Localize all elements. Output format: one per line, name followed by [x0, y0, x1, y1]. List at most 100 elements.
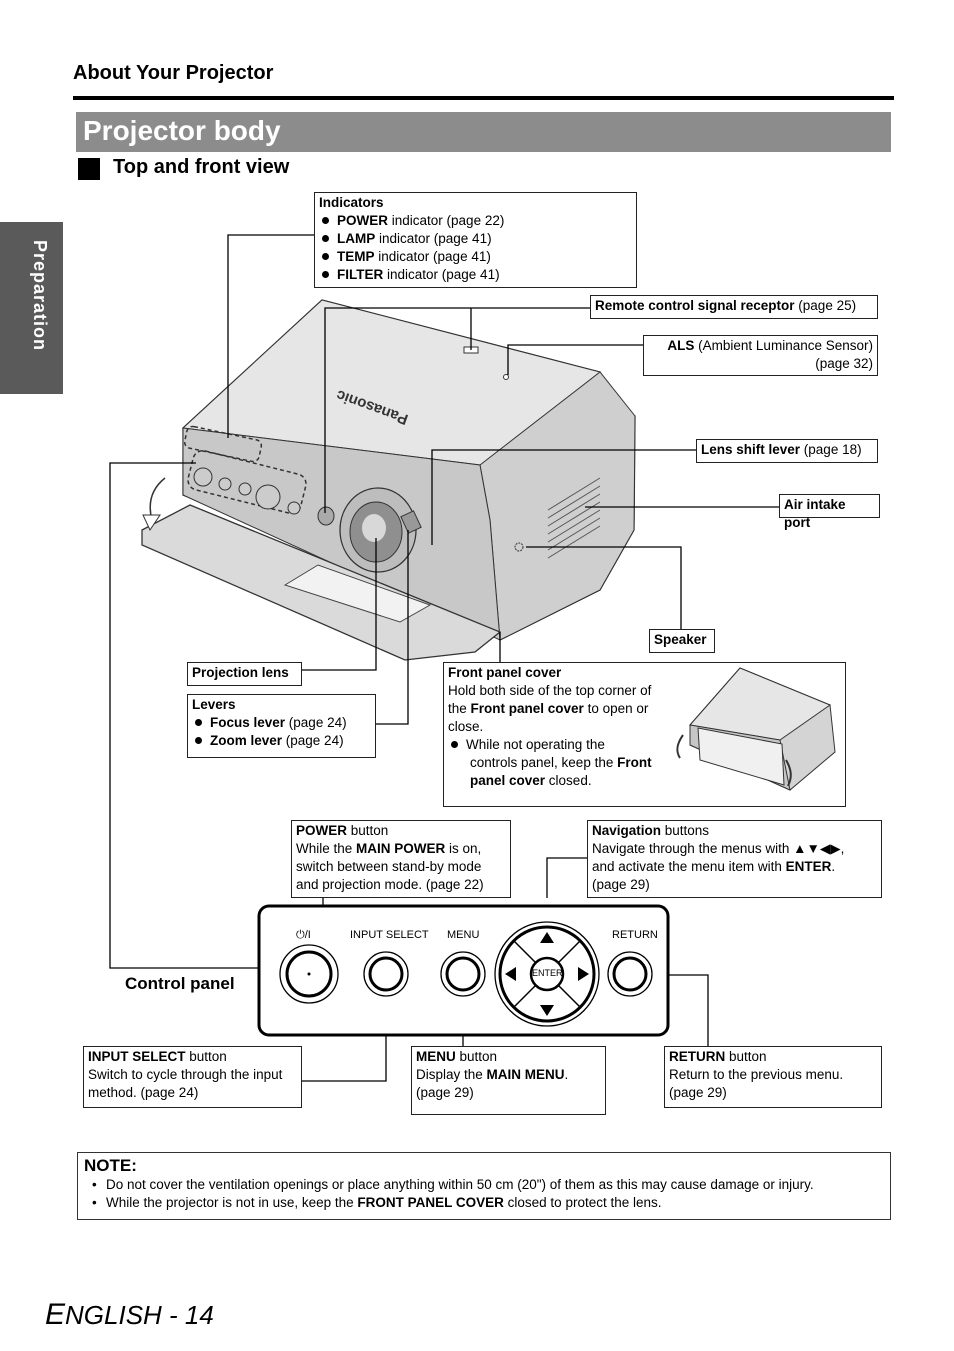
lever-item-rest: (page 24)	[285, 715, 347, 730]
projector-illustration: Panasonic	[141, 299, 636, 661]
footer-initial: E	[45, 1298, 66, 1331]
air-intake-callout: Air intake port	[779, 494, 880, 530]
front-panel-bullet: controls panel, keep the	[470, 755, 618, 770]
nav-line: and activate the menu item with	[592, 859, 786, 874]
return-callout: RETURN button Return to the previous men…	[664, 1046, 882, 1108]
menu-heading-rest: button	[455, 1049, 498, 1064]
front-panel-bullet: closed.	[545, 773, 592, 788]
indicator-item-bold: TEMP	[337, 249, 375, 264]
air-intake-label: Air intake port	[784, 497, 846, 530]
menu-heading: MENU	[416, 1049, 456, 1064]
sub-title: Top and front view	[113, 156, 290, 178]
front-panel-line: close.	[448, 719, 484, 734]
power-line: and projection mode. (page 22)	[296, 877, 484, 892]
power-bold: MAIN POWER	[356, 841, 446, 856]
note-text: While the projector is not in use, keep …	[106, 1195, 358, 1210]
menu-label: MENU	[447, 929, 480, 941]
note-box: NOTE: Do not cover the ventilation openi…	[77, 1152, 891, 1220]
title-bar	[76, 112, 891, 152]
input-select-label: INPUT SELECT	[350, 929, 429, 941]
indicator-item-rest: indicator (page 41)	[383, 267, 500, 282]
front-panel-bullet: While not operating the	[466, 737, 605, 752]
front-panel-line: to open or	[583, 701, 649, 716]
speaker-label: Speaker	[654, 632, 707, 647]
speaker-callout: Speaker	[649, 629, 715, 653]
projection-lens-callout: Projection lens	[187, 662, 302, 686]
remote-receptor-callout: Remote control signal receptor (page 25)	[590, 295, 878, 319]
front-panel-bold: panel cover	[470, 773, 546, 788]
lever-item-rest: (page 24)	[282, 733, 344, 748]
projection-lens-label: Projection lens	[192, 665, 289, 680]
lever-item-bold: Zoom lever	[210, 733, 283, 748]
front-panel-heading: Front panel cover	[448, 665, 562, 680]
power-line: switch between stand-by mode	[296, 859, 482, 874]
power-line: is on,	[445, 841, 482, 856]
return-line: (page 29)	[669, 1085, 727, 1100]
power-heading-rest: button	[347, 823, 389, 838]
front-panel-bold: Front	[617, 755, 652, 770]
indicator-item-rest: indicator (page 41)	[374, 249, 491, 264]
menu-bold: MAIN MENU	[486, 1067, 565, 1082]
power-line: While the	[296, 841, 357, 856]
remote-bold: Remote control signal receptor	[595, 298, 795, 313]
return-line: Return to the previous menu.	[669, 1067, 844, 1082]
nav-line: (page 29)	[592, 877, 650, 892]
levers-callout: Levers Focus lever (page 24) Zoom lever …	[187, 694, 376, 758]
indicator-item-bold: FILTER	[337, 267, 384, 282]
menu-line: Display the	[416, 1067, 487, 1082]
als-callout: ALS (Ambient Luminance Sensor) (page 32)	[643, 335, 878, 376]
menu-line: (page 29)	[416, 1085, 474, 1100]
indicator-item-bold: LAMP	[337, 231, 376, 246]
note-item: While the projector is not in use, keep …	[84, 1194, 884, 1212]
input-select-callout: INPUT SELECT button Switch to cycle thro…	[83, 1046, 302, 1108]
levers-heading: Levers	[192, 697, 236, 712]
page-footer: ENGLISH - 14	[45, 1298, 214, 1332]
als-bold: ALS	[667, 338, 695, 353]
return-label: RETURN	[612, 929, 658, 941]
nav-heading-rest: buttons	[661, 823, 710, 838]
enter-label: ENTER	[532, 968, 563, 978]
indicator-item-rest: indicator (page 22)	[388, 213, 505, 228]
front-panel-line: the	[448, 701, 471, 716]
power-button-callout: POWER button While the MAIN POWER is on,…	[291, 820, 511, 898]
side-tab	[0, 222, 63, 394]
power-symbol-label: ⏻/I	[296, 929, 311, 941]
side-tab-label: Preparation	[30, 240, 50, 352]
section-header: About Your Projector	[73, 62, 274, 84]
menu-callout: MENU button Display the MAIN MENU. (page…	[411, 1046, 606, 1115]
header-rule	[73, 96, 894, 100]
nav-bold: ENTER	[785, 859, 832, 874]
lens-shift-bold: Lens shift lever	[701, 442, 801, 457]
lens-shift-callout: Lens shift lever (page 18)	[696, 439, 878, 463]
input-select-line: method. (page 24)	[88, 1085, 199, 1100]
input-select-line: Switch to cycle through the input	[88, 1067, 283, 1082]
return-heading: RETURN	[669, 1049, 726, 1064]
nav-heading: Navigation	[592, 823, 662, 838]
front-panel-line: Hold both side of the top corner of	[448, 683, 652, 698]
control-panel-label: Control panel	[125, 974, 235, 993]
nav-line: .	[831, 859, 836, 874]
lens-shift-rest: (page 18)	[800, 442, 862, 457]
navigation-callout: Navigation buttons Navigate through the …	[587, 820, 882, 898]
power-heading: POWER	[296, 823, 348, 838]
front-panel-bold: Front panel cover	[470, 701, 584, 716]
lever-item-bold: Focus lever	[210, 715, 286, 730]
note-bold: FRONT PANEL COVER	[357, 1195, 504, 1210]
als-line2: (page 32)	[815, 356, 873, 371]
indicator-item-bold: POWER	[337, 213, 389, 228]
front-panel-callout: Front panel cover Hold both side of the …	[443, 662, 846, 807]
note-item: Do not cover the ventilation openings or…	[84, 1176, 884, 1194]
square-bullet-icon	[78, 158, 100, 180]
return-heading-rest: button	[725, 1049, 767, 1064]
note-text: closed to protect the lens.	[503, 1195, 662, 1210]
indicators-heading: Indicators	[319, 195, 384, 210]
note-title: NOTE:	[84, 1156, 137, 1175]
input-select-heading-rest: button	[185, 1049, 227, 1064]
menu-line: .	[564, 1067, 569, 1082]
remote-rest: (page 25)	[794, 298, 857, 313]
front-panel-inset	[676, 667, 836, 791]
footer-rest: NGLISH - 14	[65, 1300, 214, 1330]
nav-line: Navigate through the menus with ▲▼◀▶,	[592, 841, 845, 856]
als-rest: (Ambient Luminance Sensor)	[694, 338, 873, 353]
